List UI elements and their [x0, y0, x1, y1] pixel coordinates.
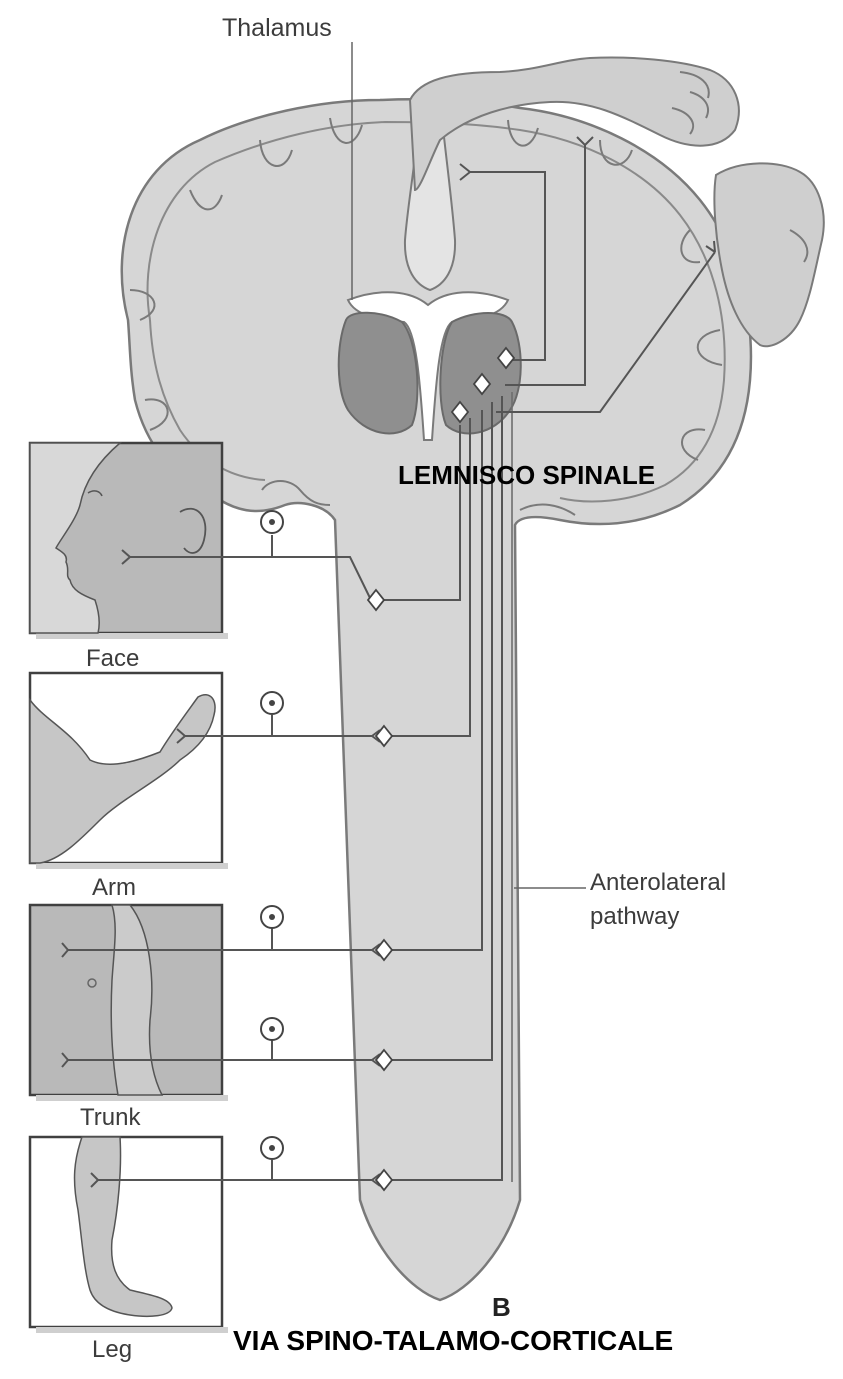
ganglion-icon	[261, 511, 283, 533]
lemnisco-spinale-label: LEMNISCO SPINALE	[398, 460, 655, 491]
leg-panel	[30, 1137, 228, 1333]
trunk-panel	[30, 905, 228, 1101]
panel-letter-label: B	[492, 1292, 511, 1323]
arm-panel	[30, 673, 228, 869]
anterolateral-label-line1: Anterolateral	[590, 866, 726, 900]
face-panel	[30, 443, 228, 639]
anterolateral-pathway-label: Anterolateral pathway	[590, 866, 726, 934]
arm-label: Arm	[92, 874, 136, 902]
ganglion-icon	[261, 692, 283, 714]
ganglion-icon	[261, 1018, 283, 1040]
ganglion-icon	[261, 1137, 283, 1159]
leg-label: Leg	[92, 1336, 132, 1364]
dorsal-root-ganglia	[261, 511, 283, 1159]
ganglion-icon	[261, 906, 283, 928]
face-label: Face	[86, 645, 139, 673]
thalamus-label: Thalamus	[222, 14, 332, 43]
anterolateral-label-line2: pathway	[590, 900, 726, 934]
via-spino-talamo-corticale-label: VIA SPINO-TALAMO-CORTICALE	[233, 1325, 673, 1357]
trunk-label: Trunk	[80, 1104, 140, 1132]
